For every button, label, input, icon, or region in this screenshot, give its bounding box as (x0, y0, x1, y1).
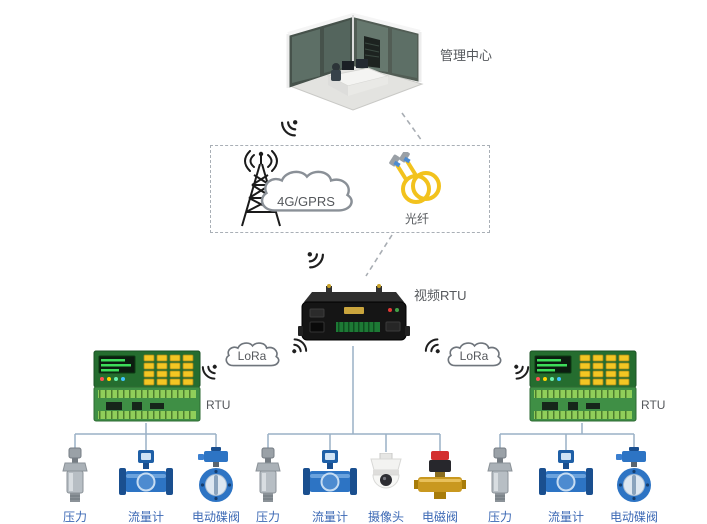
dashed-link-center-to-box (401, 112, 423, 142)
butterfly-valve-icon (191, 447, 241, 510)
rtu-left-device (92, 349, 202, 428)
wifi-signal-icon (195, 352, 230, 387)
sensor-label: 电动碟阀 (609, 510, 658, 524)
pressure-sensor-icon (480, 447, 520, 510)
butterfly-valve-icon (609, 447, 659, 510)
flow-meter-icon (301, 449, 359, 510)
lora-cloud-right-icon (443, 337, 505, 380)
rtu-right-label: RTU (641, 398, 666, 412)
network-type-label: 4G/GPRS (277, 194, 335, 209)
wifi-signal-icon (294, 239, 331, 276)
rtu-right-device (528, 349, 638, 428)
sensor-label: 压力 (487, 510, 512, 524)
video-rtu-device (298, 282, 410, 351)
control-room-icon (286, 13, 424, 111)
flow-meter-icon (117, 449, 175, 510)
sensor-label: 压力 (62, 510, 87, 524)
video-rtu-sensor-tree (267, 346, 441, 452)
sensor-label: 流量计 (547, 510, 584, 524)
management-center-illustration (276, 10, 431, 120)
left-rtu-sensor-tree (74, 423, 217, 450)
lora-right-label: LoRa (459, 349, 489, 363)
flow-meter-icon (537, 449, 595, 510)
sensor-label: 流量计 (311, 510, 348, 524)
wifi-signal-icon (418, 331, 453, 366)
lora-left-label: LoRa (237, 349, 267, 363)
right-rtu-sensor-tree (499, 423, 635, 450)
management-center-label: 管理中心 (440, 48, 493, 63)
wifi-signal-icon (502, 352, 537, 387)
wifi-signal-icon (273, 107, 310, 144)
wifi-signal-icon (280, 331, 315, 366)
rtu-left-label: RTU (206, 398, 231, 412)
lora-cloud-left-icon (221, 337, 283, 380)
dome-camera-icon (363, 452, 409, 510)
fiber-cable-icon (386, 150, 448, 213)
sensor-label: 电磁阀 (421, 510, 458, 524)
solenoid-valve-icon (414, 451, 466, 510)
pressure-sensor-icon (55, 447, 95, 510)
sensor-label: 摄像头 (367, 510, 404, 524)
video-rtu-label: 视频RTU (414, 288, 467, 303)
sensor-label: 压力 (255, 510, 280, 524)
cellular-cloud-icon (252, 167, 360, 226)
fiber-label: 光纤 (404, 212, 429, 226)
sensor-label: 流量计 (127, 510, 164, 524)
sensor-label: 电动碟阀 (191, 510, 240, 524)
dashed-link-box-to-videortu (365, 234, 393, 277)
pressure-sensor-icon (248, 447, 288, 510)
